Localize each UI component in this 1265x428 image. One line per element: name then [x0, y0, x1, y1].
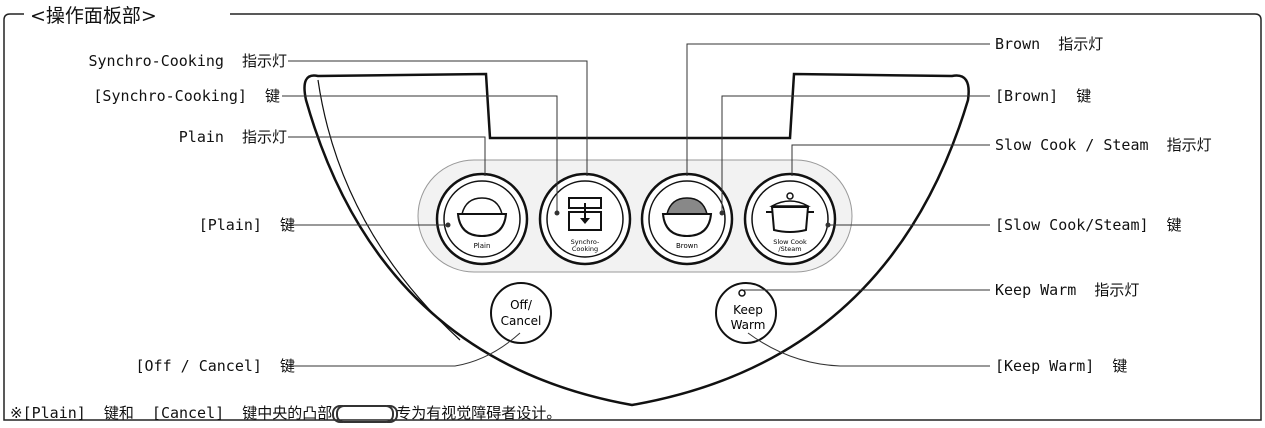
- button-bar: [417, 159, 853, 273]
- label-brown-indicator: Brown 指示灯: [995, 35, 1104, 53]
- label-off-cancel-key: [Off / Cancel] 键: [135, 357, 296, 375]
- brown-button[interactable]: Brown: [640, 172, 734, 266]
- label-slow-key: [Slow Cook/Steam] 键: [995, 216, 1182, 234]
- slow-button-text-line1: Slow Cook: [773, 238, 807, 246]
- label-synchro-indicator: Synchro-Cooking 指示灯: [88, 52, 287, 70]
- leader-slow-indicator: [791, 144, 990, 176]
- leader-dots: [445, 210, 831, 228]
- synchro-button-text-line2: Cooking: [572, 245, 598, 253]
- label-synchro-key: [Synchro-Cooking] 键: [93, 87, 280, 105]
- leader-synchro-indicator: [288, 60, 588, 176]
- off-button-text-line1: Off/: [510, 298, 533, 312]
- panel-inner-line: [317, 79, 461, 341]
- plain-button-text: Plain: [474, 242, 491, 250]
- rice-bowl-icon: [661, 197, 713, 238]
- panel-outline: [303, 72, 970, 407]
- leader-synchro-key: [282, 95, 558, 213]
- keep-button-text-line1: Keep: [733, 303, 763, 317]
- synchro-button-text-line1: Synchro-: [571, 238, 600, 246]
- leader-off-cancel: [288, 332, 521, 367]
- brown-button-text: Brown: [676, 242, 698, 250]
- synchro-cooking-button[interactable]: Synchro- Cooking: [538, 172, 632, 266]
- keep-button-text-line2: Warm: [731, 318, 766, 332]
- plain-button[interactable]: Plain: [435, 172, 529, 266]
- label-slow-indicator: Slow Cook / Steam 指示灯: [995, 136, 1212, 154]
- label-brown-key: [Brown] 键: [995, 87, 1092, 105]
- label-keep-warm-indicator: Keep Warm 指示灯: [995, 281, 1140, 299]
- keep-warm-indicator-lamp: [738, 289, 746, 297]
- panel-section-title: <操作面板部>: [26, 1, 161, 28]
- slow-cook-steam-button[interactable]: Slow Cook /Steam: [743, 172, 837, 266]
- outer-frame: [3, 13, 1262, 421]
- label-plain-indicator: Plain 指示灯: [178, 128, 287, 146]
- leader-keep-key: [747, 332, 990, 367]
- leader-brown-key: [721, 95, 990, 213]
- leader-plain-indicator: [288, 136, 486, 176]
- keep-warm-button[interactable]: Keep Warm: [715, 282, 777, 344]
- label-plain-key: [Plain] 键: [198, 216, 295, 234]
- leader-brown-indicator: [686, 43, 990, 176]
- footnote-suffix: 专为有视觉障碍者设计。: [396, 404, 562, 422]
- pot-with-lid-icon: [766, 192, 814, 233]
- tactile-bump-icon: [332, 404, 399, 423]
- footnote-prefix: ※[Plain] 键和 [Cancel] 键中央的凸部: [10, 404, 333, 422]
- off-cancel-button[interactable]: Off/ Cancel: [490, 282, 552, 344]
- slow-button-text-line2: /Steam: [778, 245, 801, 253]
- footnote: ※[Plain] 键和 [Cancel] 键中央的凸部 专为有视觉障碍者设计。: [10, 402, 561, 423]
- leader-lines: [282, 43, 990, 367]
- label-keep-warm-key: [Keep Warm] 键: [995, 357, 1128, 375]
- stacked-pot-icon: [568, 197, 602, 231]
- off-button-text-line2: Cancel: [501, 314, 542, 328]
- rice-bowl-icon: [456, 197, 508, 238]
